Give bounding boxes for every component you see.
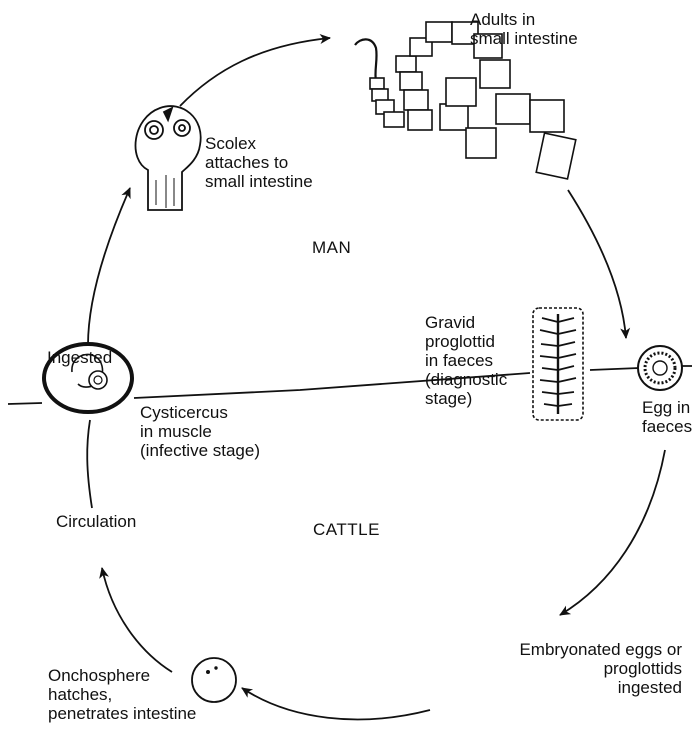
egg-label: Egg in faeces (642, 398, 692, 436)
onchosphere-label: Onchosphere hatches, penetrates intestin… (48, 666, 196, 723)
arrow-circulation-to-cysticercus (87, 420, 92, 508)
gravid-proglottid-label: Gravid proglottid in faeces (diagnostic … (425, 313, 507, 408)
gravid-proglottid-illustration (533, 308, 583, 420)
scolex-label: Scolex attaches to small intestine (205, 134, 313, 191)
ingested-label: Ingested (47, 348, 112, 367)
region-cattle-label: CATTLE (313, 520, 380, 539)
egg-illustration (638, 346, 682, 390)
arrow-onchosphere-to-circulation (102, 568, 172, 672)
region-man-label: MAN (312, 238, 351, 257)
adults-label: Adults in small intestine (470, 10, 578, 48)
cysticercus-label: Cysticercus in muscle (infective stage) (140, 403, 260, 460)
arrow-embryonated-to-onchosphere (242, 688, 430, 719)
arrow-ingested-to-scolex (88, 188, 130, 345)
onchosphere-illustration (192, 658, 236, 702)
scolex-illustration (136, 106, 201, 210)
embryonated-eggs-label: Embryonated eggs or proglottids ingested (430, 640, 682, 697)
arrow-egg-to-embryonated (560, 450, 665, 615)
arrow-scolex-to-adults (180, 38, 330, 106)
circulation-label: Circulation (56, 512, 136, 531)
